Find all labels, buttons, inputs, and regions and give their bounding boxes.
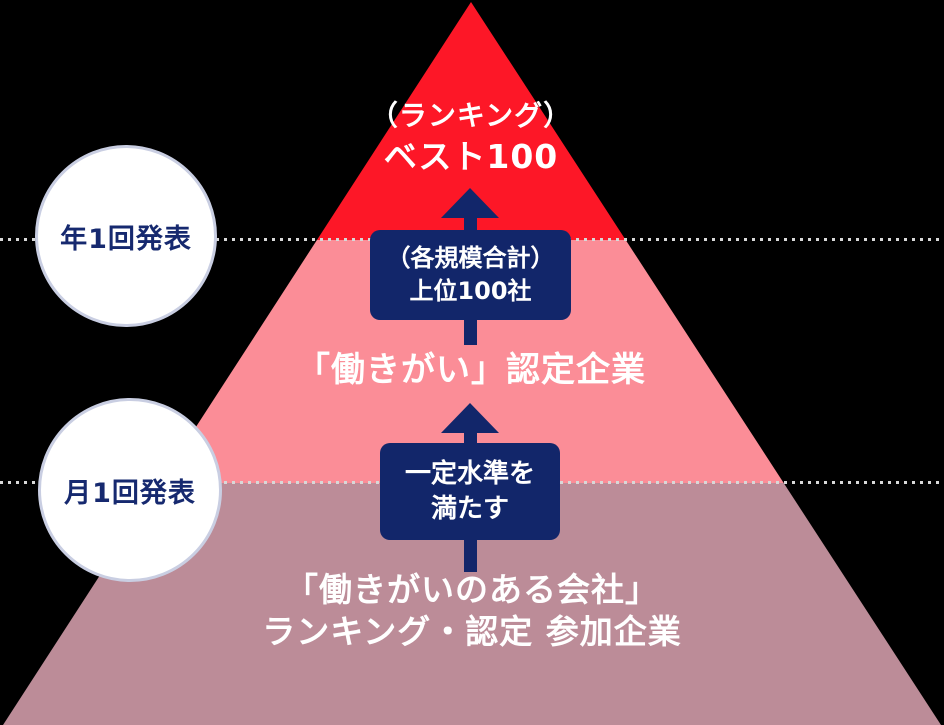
- tier-top-label: （ランキング） ベスト100: [370, 97, 572, 179]
- arrow-up-icon-top: [441, 188, 499, 218]
- arrow-up-icon-middle: [441, 403, 499, 433]
- badge-annual-announcement: 年1回発表: [35, 145, 217, 327]
- callout-standard-line1: 一定水準を: [404, 458, 535, 489]
- callout-top100-line2: 上位100社: [409, 277, 532, 305]
- tier-bottom-label: 「働きがいのある会社」 ランキング・認定 参加企業: [262, 569, 682, 653]
- callout-box-standard: 一定水準を 満たす: [380, 443, 560, 540]
- tier-bottom-label-line2: ランキング・認定 参加企業: [262, 612, 682, 651]
- tier-bottom-label-line1: 「働きがいのある会社」: [285, 570, 659, 609]
- callout-standard-line2: 満たす: [430, 493, 509, 524]
- badge-annual-label: 年1回発表: [60, 223, 192, 255]
- badge-monthly-label: 月1回発表: [64, 477, 196, 509]
- callout-box-top100: （各規模合計） 上位100社: [370, 230, 571, 320]
- tier-middle-label: 「働きがい」認定企業: [296, 350, 646, 390]
- badge-monthly-announcement: 月1回発表: [38, 398, 222, 582]
- tier-top-label-line1: （ランキング）: [369, 99, 573, 132]
- tier-top-label-line2: ベスト100: [383, 137, 559, 176]
- callout-top100-line1: （各規模合計）: [386, 244, 555, 272]
